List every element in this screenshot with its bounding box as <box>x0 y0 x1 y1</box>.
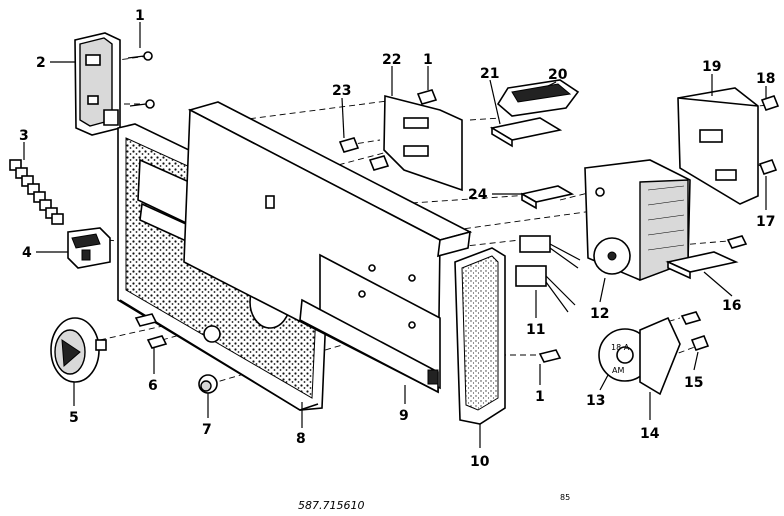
callout-labels: 1 2 3 4 5 6 7 8 9 10 1 11 12 13 14 15 16… <box>19 8 775 470</box>
part-16-clip <box>665 251 739 280</box>
part-14-motor-bracket <box>639 316 681 396</box>
callout-11: 11 <box>526 322 545 338</box>
callout-6: 6 <box>148 378 158 394</box>
callout-23: 23 <box>332 83 351 99</box>
callout-1-top: 1 <box>135 8 145 24</box>
svg-text:AM: AM <box>612 366 624 375</box>
part-23-screw <box>338 137 360 153</box>
callout-5: 5 <box>69 410 79 426</box>
part-20-terminal-block <box>496 79 580 117</box>
part-9-console-housing <box>183 101 473 394</box>
callout-24: 24 <box>468 187 488 203</box>
part-1-screw-a <box>127 51 153 61</box>
part-13-motor: 18 A AM <box>598 328 652 382</box>
callout-15: 15 <box>684 375 703 391</box>
callout-14: 14 <box>640 426 660 442</box>
screw-bracket-lower <box>129 99 155 109</box>
part-17-screw <box>758 159 778 175</box>
callout-2: 2 <box>36 55 46 71</box>
part-21-plate <box>489 117 563 148</box>
callout-16: 16 <box>722 298 741 314</box>
callout-9: 9 <box>399 408 409 424</box>
part-1-screw-c <box>416 89 438 105</box>
part-6-screw <box>146 335 168 349</box>
callout-22: 22 <box>382 52 401 68</box>
callout-17: 17 <box>756 214 775 230</box>
part-19-cover <box>677 87 759 205</box>
part-2-bracket <box>74 32 121 136</box>
part-24-plate <box>519 185 575 210</box>
part-7-plug <box>198 374 218 394</box>
part-10-vent-panel <box>454 247 506 425</box>
screw-bracket-top <box>680 311 702 325</box>
callout-21: 21 <box>480 66 499 82</box>
part-4-switch <box>67 227 111 269</box>
callout-1-bracket: 1 <box>423 52 433 68</box>
callout-10: 10 <box>470 454 490 470</box>
part-15-screw <box>690 335 710 351</box>
plug-panel <box>203 325 221 343</box>
part-18-screw <box>760 95 780 111</box>
part-3-pushbuttons <box>9 159 64 225</box>
callout-19: 19 <box>702 59 721 75</box>
screw-clip <box>726 235 748 249</box>
screw-panel-upper <box>134 313 158 327</box>
callout-4: 4 <box>22 245 32 261</box>
part-11-connector <box>515 235 581 313</box>
part-5-knob <box>50 317 107 383</box>
callout-3: 3 <box>19 128 29 144</box>
part-1-screw-d <box>538 349 562 363</box>
svg-text:18 A: 18 A <box>611 343 630 352</box>
callout-18: 18 <box>756 71 775 87</box>
callout-12: 12 <box>590 306 609 322</box>
callout-20: 20 <box>548 67 568 83</box>
screw-bracket-side <box>368 155 390 171</box>
callout-1-vent: 1 <box>535 389 545 405</box>
part-number-footer: 587.715610 <box>298 499 364 512</box>
page-code: 85 <box>560 493 570 502</box>
callout-8: 8 <box>296 431 306 447</box>
callout-leaders <box>23 22 767 448</box>
part-22-bracket <box>383 94 463 192</box>
callout-13: 13 <box>586 393 605 409</box>
callout-7: 7 <box>202 422 212 438</box>
